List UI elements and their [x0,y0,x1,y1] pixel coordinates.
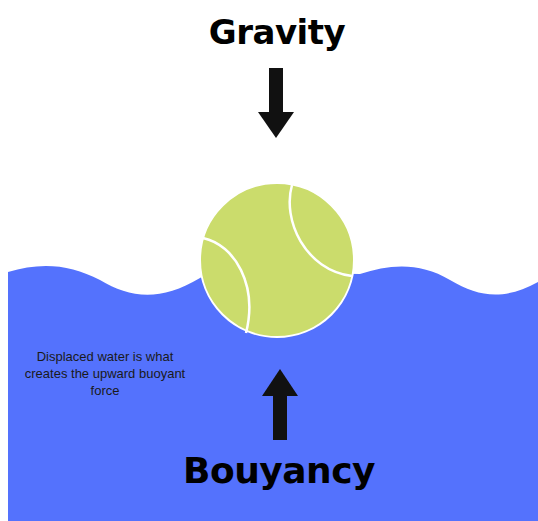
tennis-ball [200,183,354,337]
force-label: Bouyancy [183,450,375,491]
note-text: Displaced water is what creates the upwa… [20,348,190,399]
force-label: Gravity [209,12,345,52]
buoyancy-arrow [262,369,298,440]
gravity-arrow [258,68,294,138]
